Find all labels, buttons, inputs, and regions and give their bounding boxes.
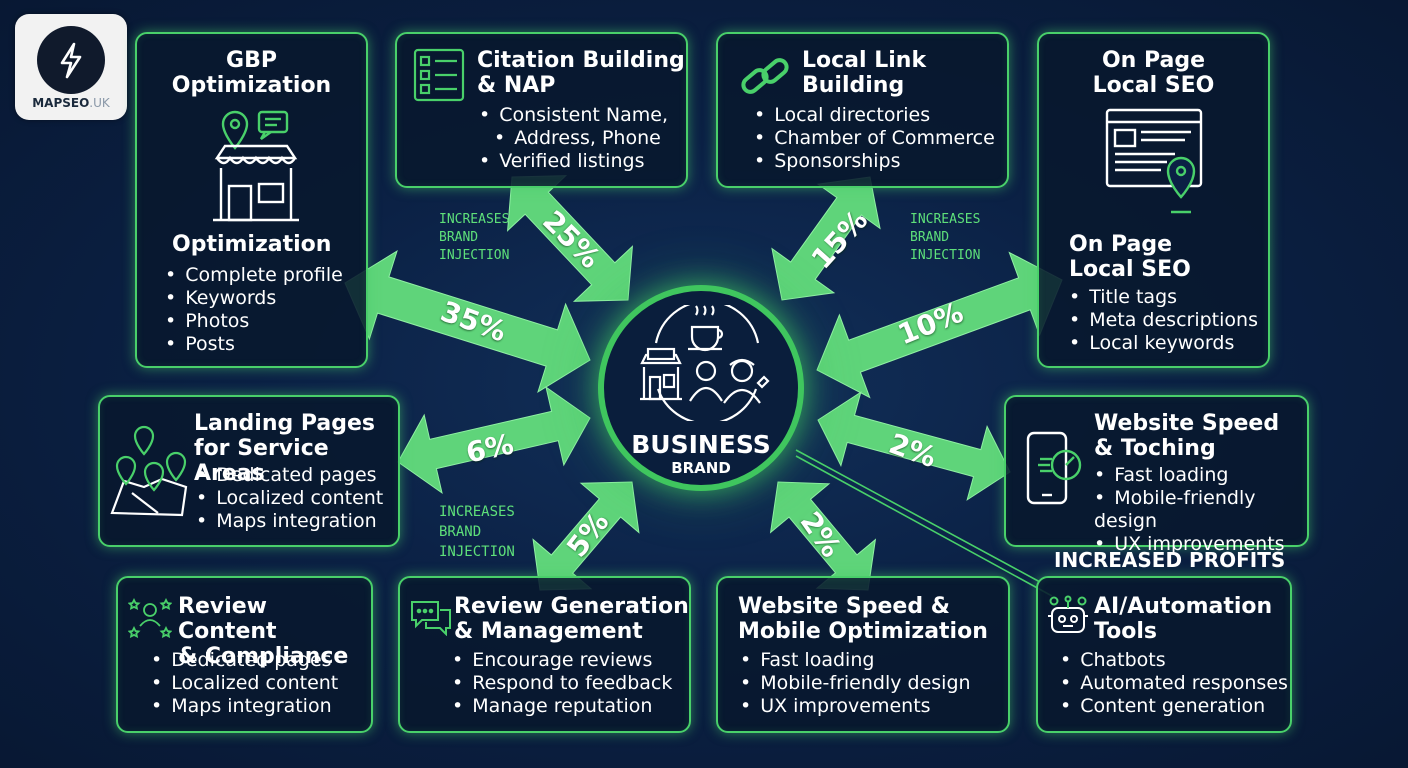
list-item: Keywords xyxy=(165,287,343,310)
note-increases-brand-injection: INCREASES BRAND INJECTION xyxy=(439,504,515,560)
card-title: Review Generation& Management xyxy=(454,594,689,644)
list-item: Meta descriptions xyxy=(1069,309,1258,332)
list-item: Local directories xyxy=(754,104,995,127)
list-item: Localized content xyxy=(196,487,383,510)
bolt-icon xyxy=(37,26,105,94)
card-title: Citation Building& NAP xyxy=(477,48,685,98)
ai-connector-line-2 xyxy=(795,455,1053,597)
list-item: Verified listings xyxy=(479,150,668,173)
robot-icon xyxy=(1046,594,1090,642)
mobile-speed-icon xyxy=(1026,431,1090,511)
storefront-icon xyxy=(207,106,307,228)
arrow-gbp xyxy=(344,249,591,394)
list-item: Manage reputation xyxy=(452,695,672,718)
list-item: Local keywords xyxy=(1069,332,1258,355)
list-item: Consistent Name, xyxy=(479,104,668,127)
card-website-speed-right: Website Speed& Toching Fast loading Mobi… xyxy=(1004,395,1309,555)
bullet-list: Consistent Name, Address, Phone Verified… xyxy=(479,104,668,173)
arrow-speed-right xyxy=(817,391,1011,501)
list-item: Encourage reviews xyxy=(452,649,672,672)
arrow-onpage xyxy=(816,251,1063,399)
list-item: Dedicated pages xyxy=(196,464,383,487)
bullet-list: Dedicated pages Localized content Maps i… xyxy=(151,649,338,718)
note-increases-brand-injection: INCREASES BRAND INJECTION xyxy=(910,212,981,263)
note-increases-brand-injection: INCREASES BRAND INJECTION xyxy=(439,212,510,263)
list-item: Mobile-friendly design xyxy=(1094,487,1307,533)
card-review-content: Review Content& Compliance Dedicated pag… xyxy=(116,576,373,733)
card-website-speed-mobile: Website Speed &Mobile Optimization Fast … xyxy=(716,576,1010,733)
card-title: Website Speed &Mobile Optimization xyxy=(738,594,988,644)
list-item: Respond to feedback xyxy=(452,672,672,695)
bullet-list: Fast loading Mobile-friendly design UX i… xyxy=(740,649,971,718)
list-item: Complete profile xyxy=(165,264,343,287)
list-item: Fast loading xyxy=(740,649,971,672)
list-item: Content generation xyxy=(1060,695,1288,718)
ai-connector-line xyxy=(795,449,1041,583)
list-item: Posts xyxy=(165,333,343,356)
business-people-icon xyxy=(634,300,780,425)
bullet-list: Dedicated pages Localized content Maps i… xyxy=(196,464,383,533)
bullet-list: Title tags Meta descriptions Local keywo… xyxy=(1069,286,1258,355)
list-item: Sponsorships xyxy=(754,150,995,173)
list-item: Localized content xyxy=(151,672,338,695)
brand-logo[interactable]: MAPSEO.UK xyxy=(15,14,127,120)
list-item: Chamber of Commerce xyxy=(754,127,995,150)
user-stars-icon xyxy=(127,594,173,642)
bullet-list: Local directories Chamber of Commerce Sp… xyxy=(754,104,995,173)
list-item: Fast loading xyxy=(1094,464,1307,487)
list-item: UX improvements xyxy=(1094,533,1307,556)
card-title: Website Speed& Toching xyxy=(1094,411,1280,461)
list-item: Automated responses xyxy=(1060,672,1288,695)
logo-wordmark: MAPSEO.UK xyxy=(32,96,110,110)
arrow-link xyxy=(771,176,881,301)
map-pins-icon xyxy=(110,423,190,523)
list-item: Title tags xyxy=(1069,286,1258,309)
bullet-list: Encourage reviews Respond to feedback Ma… xyxy=(452,649,672,718)
list-item: Photos xyxy=(165,310,343,333)
list-item: Maps integration xyxy=(151,695,338,718)
card-citation-building: Citation Building& NAP Consistent Name, … xyxy=(395,32,688,188)
hub-title: BUSINESS xyxy=(631,430,771,459)
list-item: Chatbots xyxy=(1060,649,1288,672)
increased-profits-label: INCREASED PROFITS xyxy=(1054,548,1286,572)
list-item: Address, Phone xyxy=(479,127,668,150)
arrow-landing xyxy=(397,385,591,495)
business-brand-hub: BUSINESS BRAND xyxy=(598,285,804,491)
bullet-list: Fast loading Mobile-friendly design UX i… xyxy=(1094,464,1307,556)
list-item: Maps integration xyxy=(196,510,383,533)
webpage-location-icon xyxy=(1105,108,1207,220)
chat-bubbles-icon xyxy=(410,598,452,640)
list-item: Dedicated pages xyxy=(151,649,338,672)
card-subtitle: Optimization xyxy=(172,232,332,257)
list-item: Mobile-friendly design xyxy=(740,672,970,695)
list-item: UX improvements xyxy=(740,695,971,718)
bullet-list: Complete profile Keywords Photos Posts xyxy=(165,264,343,356)
checklist-icon xyxy=(413,48,465,106)
bullet-list: Chatbots Automated responses Content gen… xyxy=(1060,649,1288,718)
card-review-generation: Review Generation& Management Encourage … xyxy=(398,576,691,733)
hub-subtitle: BRAND xyxy=(671,459,731,477)
chain-link-icon xyxy=(738,52,794,106)
